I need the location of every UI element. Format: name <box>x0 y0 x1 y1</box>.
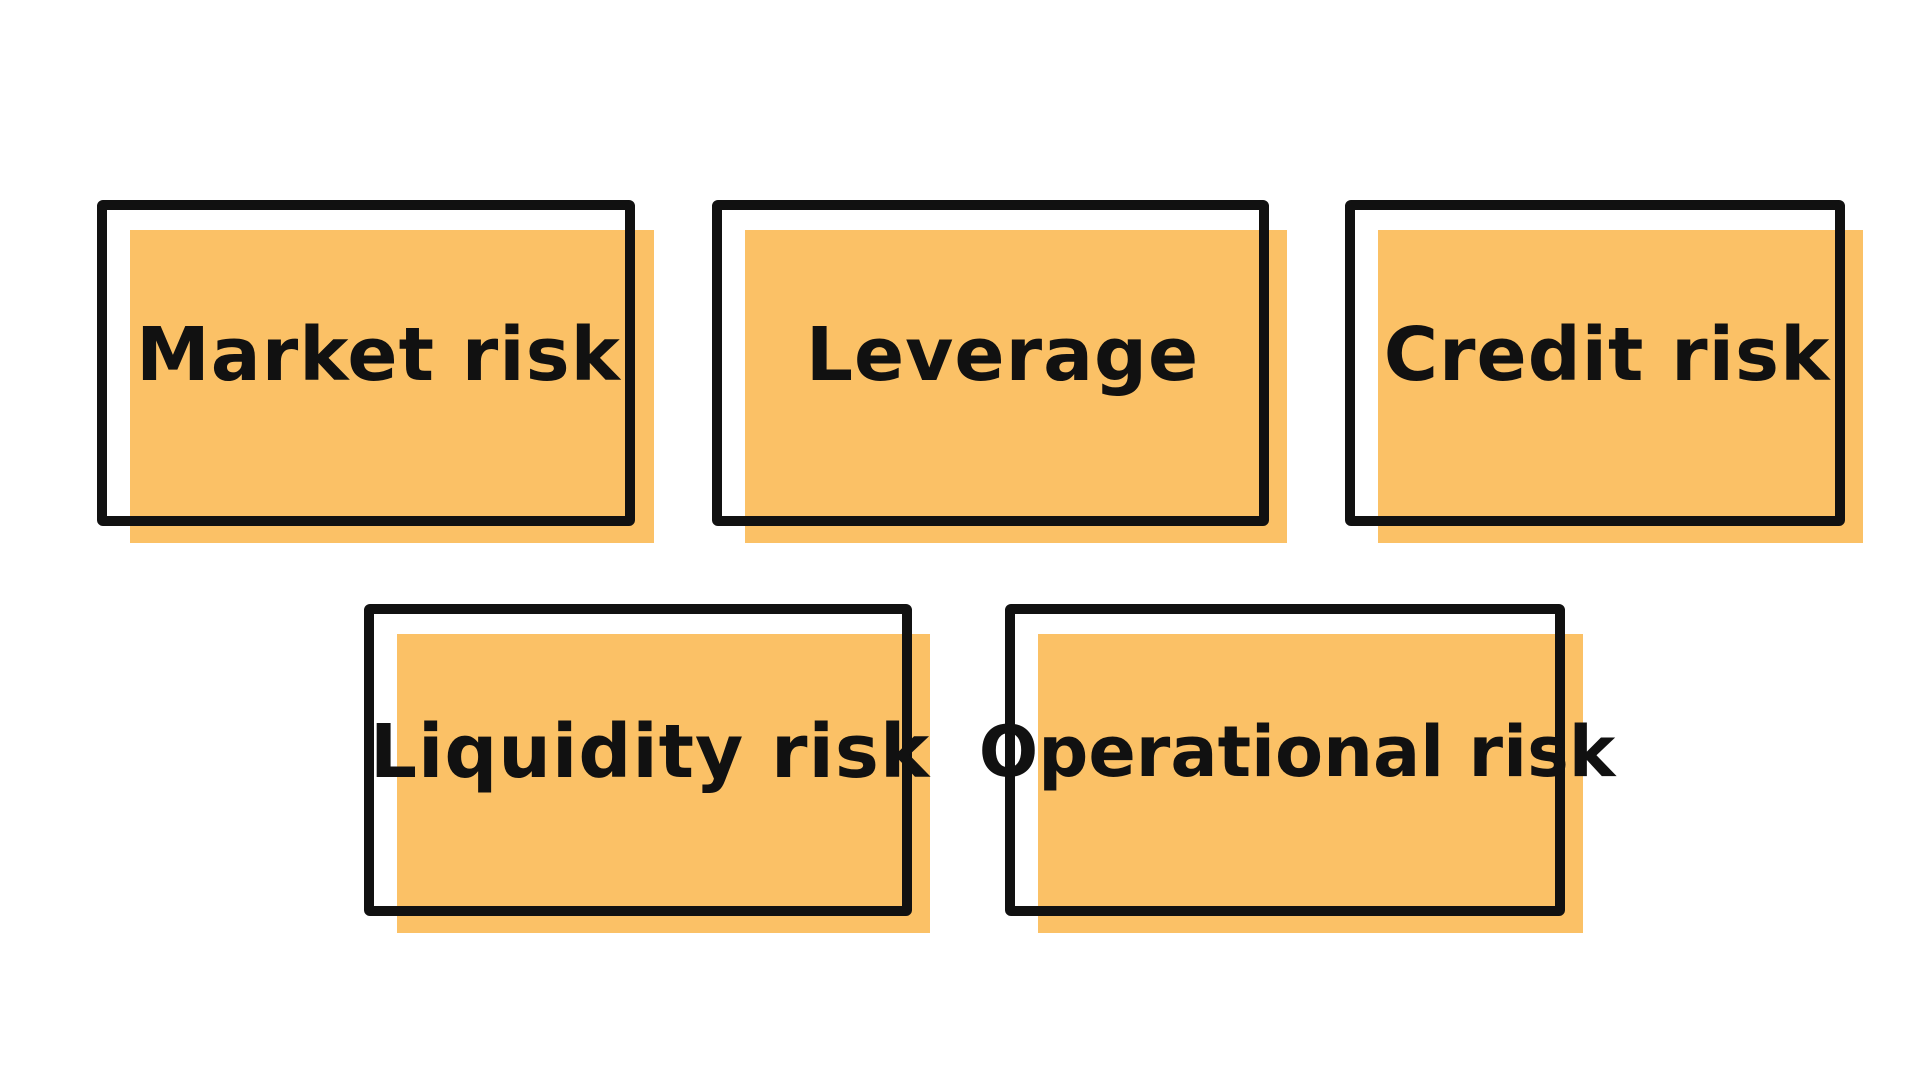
box-fill <box>130 230 654 543</box>
box-label: Credit risk <box>1383 312 1831 398</box>
box-label: Market risk <box>136 312 621 398</box>
box-fill <box>397 634 930 933</box>
box-fill <box>1038 634 1583 933</box>
box-fill <box>745 230 1287 543</box>
box-leverage: Leverage <box>712 200 1287 543</box>
box-liquidity-risk: Liquidity risk <box>364 604 930 933</box>
box-outline <box>364 604 912 916</box>
box-market-risk: Market risk <box>97 200 654 543</box>
box-outline <box>1005 604 1565 916</box>
box-outline <box>712 200 1269 526</box>
box-operational-risk: Operational risk <box>978 604 1616 933</box>
box-outline <box>1345 200 1845 526</box>
box-label: Operational risk <box>978 711 1616 793</box>
box-credit-risk: Credit risk <box>1345 200 1863 543</box>
box-outline <box>97 200 635 526</box>
box-label: Leverage <box>805 312 1200 398</box>
box-fill <box>1378 230 1863 543</box>
box-label: Liquidity risk <box>369 709 931 795</box>
